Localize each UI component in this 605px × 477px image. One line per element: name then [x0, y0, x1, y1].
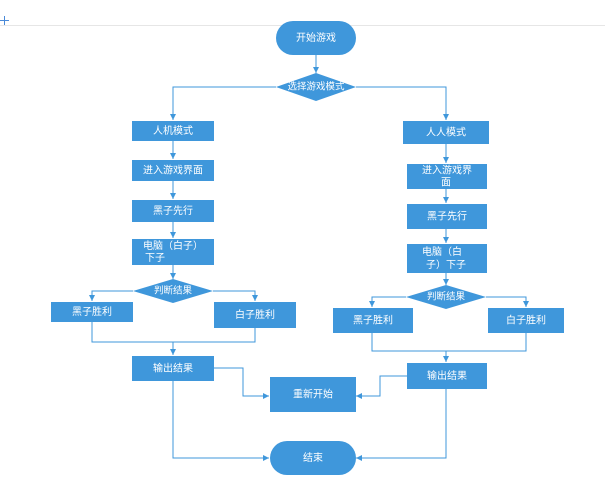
- white-win-right-node[interactable]: [488, 308, 564, 333]
- white-win-left-node[interactable]: [214, 302, 296, 328]
- enter-game-left-label: 进入游戏界面: [143, 164, 203, 177]
- cpu-move-right-node[interactable]: [407, 244, 487, 273]
- white-win-right-label: 白子胜利: [506, 314, 546, 327]
- enter-game-right-node[interactable]: [407, 164, 487, 189]
- white-win-left-label: 白子胜利: [235, 308, 275, 321]
- pve-mode-node[interactable]: [132, 121, 214, 141]
- end-label: 结束: [303, 451, 323, 464]
- enter-game-right-label-2: 面: [441, 178, 451, 189]
- black-win-left-node[interactable]: [51, 302, 133, 322]
- restart-node[interactable]: [270, 377, 356, 412]
- black-win-right-node[interactable]: [333, 308, 413, 333]
- enter-game-left-node[interactable]: [132, 160, 214, 181]
- edge-merge-right: [371, 333, 527, 352]
- black-first-right-node[interactable]: [407, 204, 487, 229]
- select-mode-decision[interactable]: [276, 73, 356, 101]
- end-node[interactable]: [270, 441, 356, 475]
- edge-judge-whitewin-left: [213, 290, 258, 301]
- pvp-mode-node[interactable]: [403, 121, 489, 144]
- judge-right-label: 判断结果: [427, 291, 466, 303]
- black-win-left-label: 黑子胜利: [72, 306, 112, 318]
- cpu-move-left-label-1: 电脑（白子）: [143, 239, 203, 252]
- judge-right-decision[interactable]: [406, 285, 486, 309]
- edge-judge-whitewin-right: [486, 296, 529, 307]
- black-win-right-label: 黑子胜利: [353, 315, 393, 327]
- black-first-left-label: 黑子先行: [153, 204, 193, 217]
- edge-select-pve: [170, 86, 276, 120]
- output-right-node[interactable]: [407, 363, 487, 389]
- edge-output-end-right: [356, 389, 447, 461]
- output-right-label: 输出结果: [427, 369, 467, 382]
- judge-left-label: 判断结果: [154, 285, 193, 297]
- output-left-node[interactable]: [132, 356, 214, 381]
- cpu-move-left-node[interactable]: [132, 239, 214, 265]
- start-node[interactable]: [276, 21, 356, 55]
- black-first-left-node[interactable]: [132, 200, 214, 222]
- cpu-move-right-label-1: 电脑（白: [422, 245, 462, 258]
- black-first-right-label: 黑子先行: [427, 210, 467, 223]
- edge-judge-blackwin-left: [89, 290, 133, 301]
- output-left-label: 输出结果: [153, 362, 193, 375]
- edge-output-restart-right: [356, 375, 407, 399]
- judge-left-decision[interactable]: [133, 279, 213, 303]
- crosshair-icon: [0, 16, 9, 25]
- pvp-mode-label: 人人模式: [426, 126, 466, 139]
- edge-output-restart-left: [214, 367, 269, 399]
- pve-mode-label: 人机模式: [153, 124, 193, 137]
- edge-select-pvp: [356, 86, 449, 120]
- edge-judge-blackwin-right: [369, 296, 406, 307]
- cpu-move-left-label-2: 下子: [145, 252, 165, 264]
- start-label: 开始游戏: [296, 31, 336, 44]
- restart-label: 重新开始: [293, 388, 333, 401]
- edge-output-end-left: [172, 381, 269, 461]
- enter-game-right-label-1: 进入游戏界: [422, 164, 472, 177]
- select-mode-label: 选择游戏模式: [287, 81, 345, 93]
- connectors: [89, 55, 529, 461]
- cpu-move-right-label-2: 子）下子: [426, 259, 466, 271]
